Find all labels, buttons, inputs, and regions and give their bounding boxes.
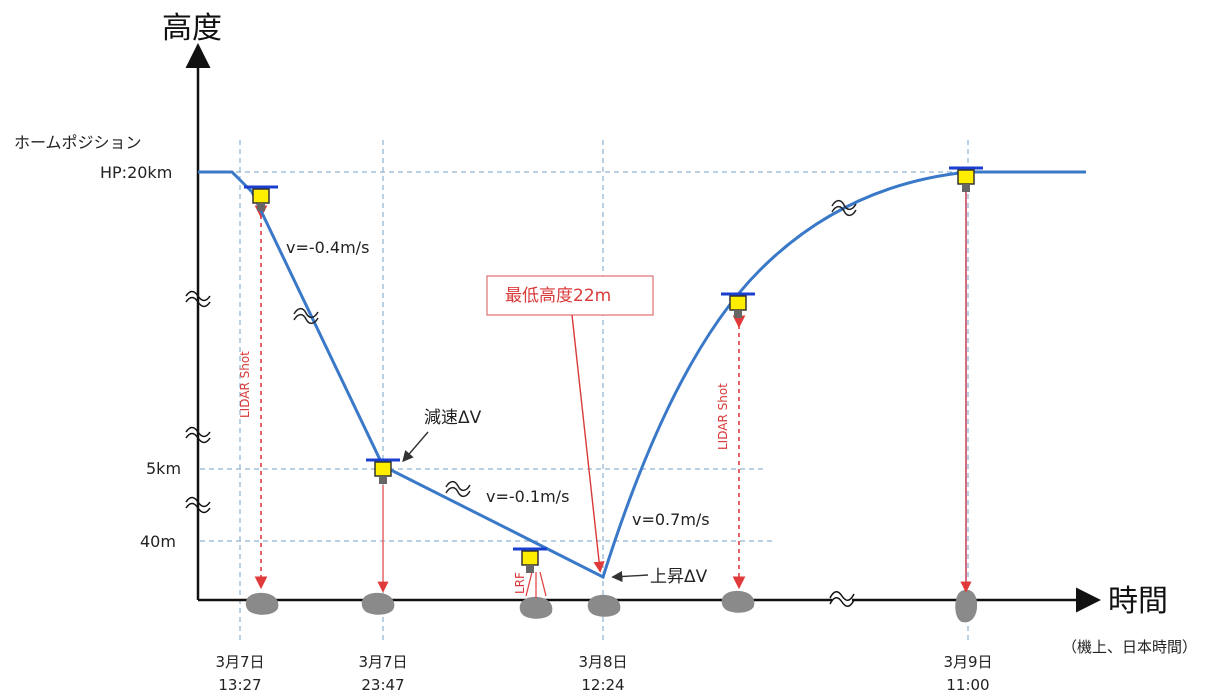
tick-date-3: 3月8日 <box>578 653 627 671</box>
forty-m-label: 40m <box>140 532 176 551</box>
solid-beams <box>377 190 972 593</box>
ascent-arrow <box>611 570 649 583</box>
tick-date-4: 3月9日 <box>943 653 992 671</box>
lrf-beams <box>525 571 547 598</box>
grid-lines <box>200 140 969 640</box>
min-altitude-box <box>486 275 654 316</box>
decel-label: 減速ΔV <box>424 408 482 428</box>
hp-label: HP:20km <box>100 163 172 182</box>
spacecraft-icons <box>242 166 985 575</box>
tick-time-4: 11:00 <box>946 676 989 694</box>
asteroid-icon <box>955 589 978 623</box>
asteroid-icons <box>245 589 978 623</box>
asteroid-icon <box>587 594 621 617</box>
x-axis-title: 時間 <box>1108 584 1168 619</box>
tick-date-1: 3月7日 <box>215 653 264 671</box>
x-axis-break <box>829 590 855 610</box>
min-altitude-arrow <box>571 314 605 573</box>
speed-label-2: v=-0.1m/s <box>486 487 569 506</box>
speed-label-1: v=-0.4m/s <box>286 238 369 257</box>
y-axis-breaks <box>185 290 211 514</box>
lidar-shot-label-2: LIDAR Shot <box>716 383 730 450</box>
lidar-shot-label-1: LIDAR Shot <box>238 351 252 418</box>
time-ticks: 3月7日 13:27 3月7日 23:47 3月8日 12:24 3月9日 11… <box>215 653 992 694</box>
tick-time-1: 13:27 <box>218 676 261 694</box>
spacecraft-icon <box>511 547 549 575</box>
decel-arrow <box>402 431 429 463</box>
y-axis-title: 高度 <box>162 11 222 46</box>
five-km-label: 5km <box>146 459 181 478</box>
lidar-beams <box>254 205 746 590</box>
speed-label-3: v=0.7m/s <box>632 510 710 529</box>
asteroid-icon <box>245 592 279 615</box>
lrf-label: LRF <box>513 572 527 594</box>
asteroid-icon <box>721 590 755 613</box>
asteroid-icon <box>361 592 395 615</box>
min-altitude-label: 最低高度22m <box>505 286 611 306</box>
home-position-label: ホームポジション <box>14 133 142 152</box>
trajectory-breaks <box>293 199 857 498</box>
tick-time-2: 23:47 <box>361 676 404 694</box>
time-note: （機上、日本時間） <box>1062 638 1197 656</box>
ascent-label: 上昇ΔV <box>650 567 708 587</box>
tick-date-2: 3月7日 <box>358 653 407 671</box>
tick-time-3: 12:24 <box>581 676 624 694</box>
spacecraft-icon <box>719 292 757 320</box>
